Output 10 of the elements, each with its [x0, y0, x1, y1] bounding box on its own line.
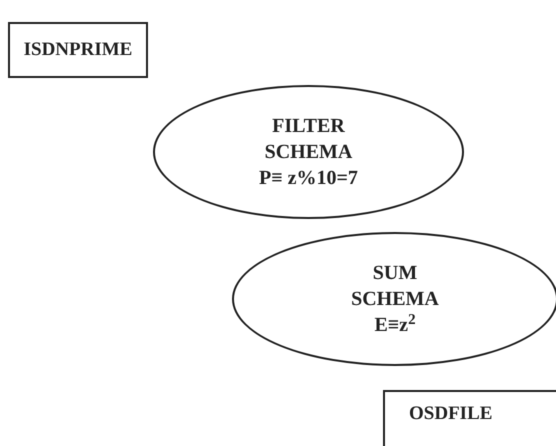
node-title: FILTER SCHEMA: [264, 114, 354, 165]
schema-ellipse: [232, 232, 556, 366]
node-title: OSDFILE: [409, 402, 492, 426]
file-box: [383, 390, 556, 446]
node-title: SUM SCHEMA: [350, 261, 440, 312]
file-box: [8, 22, 148, 78]
schema-ellipse: [153, 85, 464, 219]
formula: E≡z$^{2}$: [374, 312, 416, 338]
formula: P≡ z%10=7: [259, 166, 358, 191]
node-title: ISDNPRIME: [24, 38, 132, 62]
